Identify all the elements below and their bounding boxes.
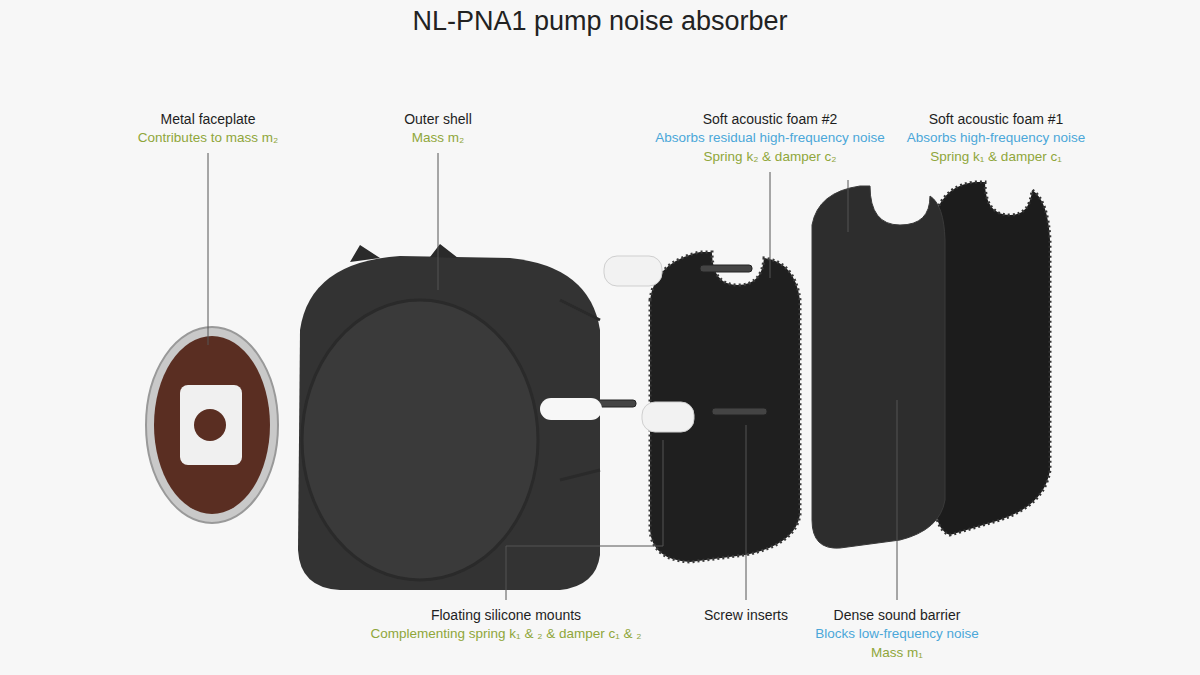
part-name: Floating silicone mounts bbox=[431, 606, 581, 624]
outer-shell bbox=[298, 244, 602, 590]
metal-faceplate bbox=[146, 327, 278, 523]
model-role: Mass m₂ bbox=[412, 129, 465, 147]
part-name: Metal faceplate bbox=[161, 110, 256, 128]
model-role: Contributes to mass m₂ bbox=[138, 129, 278, 147]
model-role: Complementing spring k₁ & ₂ & damper c₁ … bbox=[371, 625, 642, 643]
sound-barrier bbox=[812, 186, 945, 548]
diagram-title: NL-PNA1 pump noise absorber bbox=[412, 4, 787, 38]
screw-inserts bbox=[596, 265, 767, 415]
model-role: Spring k₂ & damper c₂ bbox=[704, 148, 837, 166]
part-name: Dense sound barrier bbox=[834, 606, 961, 624]
acoustic-role: Absorbs residual high-frequency noise bbox=[655, 129, 885, 147]
part-name: Soft acoustic foam #2 bbox=[703, 110, 838, 128]
model-role: Mass m₁ bbox=[871, 644, 923, 662]
part-name: Screw inserts bbox=[704, 606, 788, 624]
acoustic-foam bbox=[935, 182, 1050, 535]
model-role: Spring k₁ & damper c₁ bbox=[930, 148, 1061, 166]
acoustic-role: Blocks low-frequency noise bbox=[815, 625, 979, 643]
part-name: Outer shell bbox=[404, 110, 472, 128]
acoustic-role: Absorbs high-frequency noise bbox=[907, 129, 1086, 147]
part-name: Soft acoustic foam #1 bbox=[929, 110, 1064, 128]
